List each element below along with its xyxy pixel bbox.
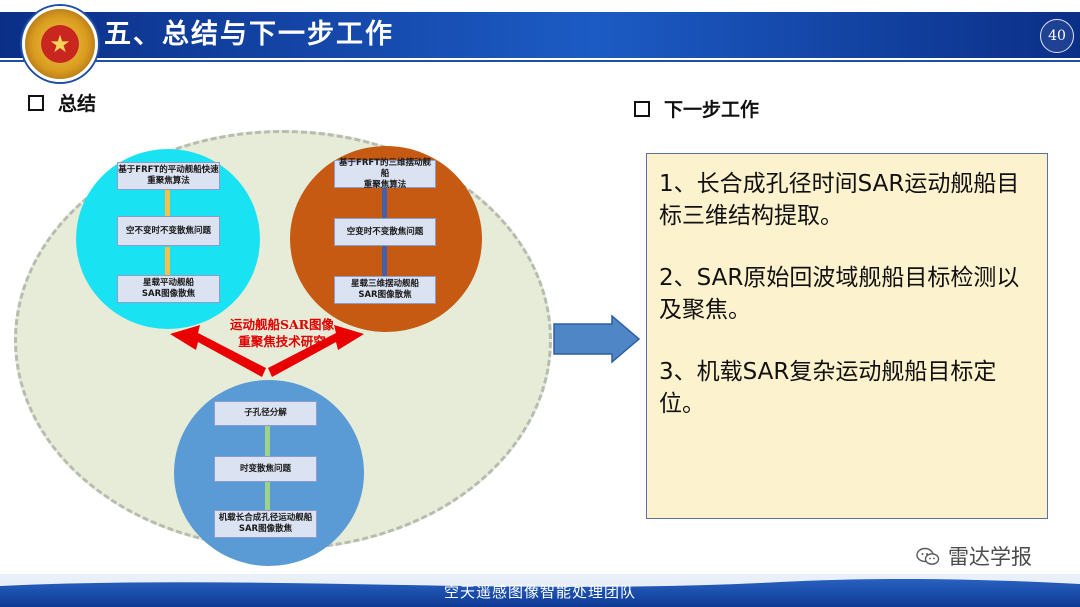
next-work-item-2: 2、SAR原始回波域舰船目标检测以及聚焦。: [659, 265, 1020, 323]
bottom-box-subaperture: 子孔径分解: [214, 401, 317, 426]
right-connector-top: [382, 188, 387, 218]
summary-heading-text: 总结: [58, 93, 97, 115]
square-bullet-icon: [634, 100, 650, 117]
red-arrow-left: [170, 325, 266, 377]
right-box-algorithm: 基于FRFT的三维摆动舰船 重聚焦算法: [334, 158, 436, 190]
left-box-algorithm: 基于FRFT的平动舰船快速 重聚焦算法: [117, 162, 220, 190]
wechat-watermark: 雷达学报: [916, 541, 1032, 571]
university-logo: ★: [22, 6, 98, 82]
right-box-problem: 空变时不变散焦问题: [334, 218, 436, 246]
summary-heading: 总结: [28, 89, 96, 116]
watermark-text: 雷达学报: [948, 545, 1032, 569]
next-work-item-3: 3、机载SAR复杂运动舰船目标定位。: [659, 359, 997, 417]
square-bullet-icon: [28, 94, 44, 111]
bottom-box-problem: 时变散焦问题: [214, 456, 317, 482]
left-box-problem: 空不变时不变散焦问题: [117, 216, 220, 246]
footer-wave: [0, 574, 1080, 587]
star-icon: ★: [41, 25, 79, 63]
center-research-label: 运动舰船SAR图像 重聚焦技术研究: [229, 317, 335, 349]
header-bar: [0, 12, 1080, 58]
right-connector-bottom: [382, 246, 387, 276]
bottom-connector-bottom: [265, 482, 270, 510]
slide-title: 五、总结与下一步工作: [104, 19, 394, 50]
right-box-source: 星载三维摆动舰船 SAR图像散焦: [334, 276, 436, 304]
wechat-icon: [916, 547, 940, 565]
bottom-box-source: 机载长合成孔径运动舰船 SAR图像散焦: [214, 510, 317, 538]
page-number: 40: [1040, 19, 1074, 53]
next-work-heading: 下一步工作: [634, 95, 759, 122]
left-connector-bottom: [165, 247, 170, 275]
header-divider: [0, 60, 1080, 62]
next-work-item-1: 1、长合成孔径时间SAR运动舰船目标三维结构提取。: [659, 171, 1020, 229]
footer-team-name: 空天遥感图像智能处理团队: [443, 583, 636, 601]
left-box-source: 星载平动舰船 SAR图像散焦: [117, 275, 220, 303]
bottom-connector-top: [265, 426, 270, 456]
next-work-box: 1、长合成孔径时间SAR运动舰船目标三维结构提取。 2、SAR原始回波域舰船目标…: [646, 153, 1048, 519]
footer-bar: [0, 574, 1080, 607]
red-arrow-right: [268, 325, 364, 377]
right-arrow-icon: [553, 314, 641, 364]
next-work-heading-text: 下一步工作: [664, 99, 760, 121]
left-connector-top: [165, 190, 170, 216]
